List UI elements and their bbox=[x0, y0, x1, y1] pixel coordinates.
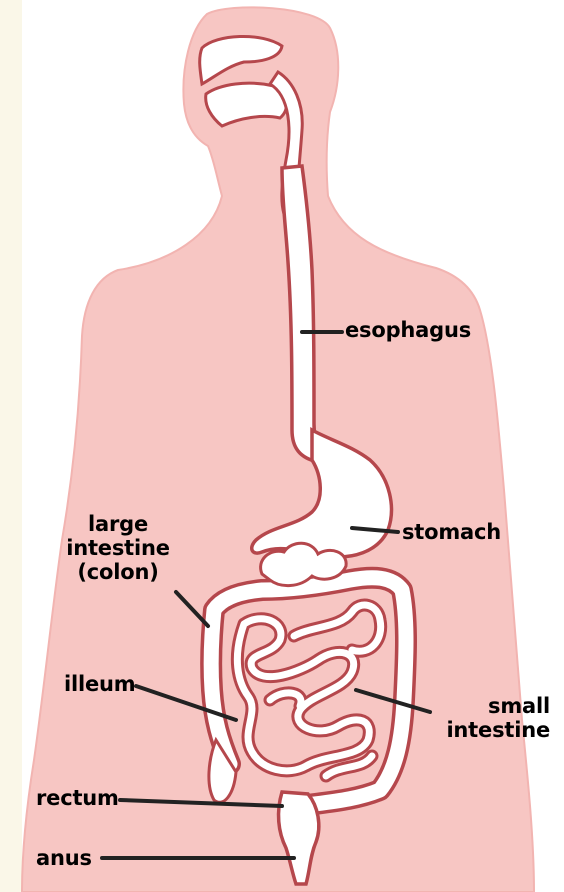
large-intestine-label-line-3: (colon) bbox=[66, 560, 170, 584]
esophagus-label: esophagus bbox=[345, 318, 471, 342]
illeum-label: illeum bbox=[64, 672, 135, 696]
large-intestine-label-line-2: intestine bbox=[66, 536, 170, 560]
large-intestine-label-line-1: large bbox=[66, 512, 170, 536]
small-intestine-label-line-1: small bbox=[426, 694, 550, 718]
small-intestine-label-line-2: intestine bbox=[426, 718, 550, 742]
anus-label: anus bbox=[36, 846, 92, 870]
stomach-label: stomach bbox=[402, 520, 501, 544]
rectum-label: rectum bbox=[36, 786, 119, 810]
large-intestine-label: large intestine (colon) bbox=[66, 512, 170, 584]
body-silhouette bbox=[22, 7, 534, 892]
small-intestine-label: small intestine bbox=[426, 694, 550, 742]
